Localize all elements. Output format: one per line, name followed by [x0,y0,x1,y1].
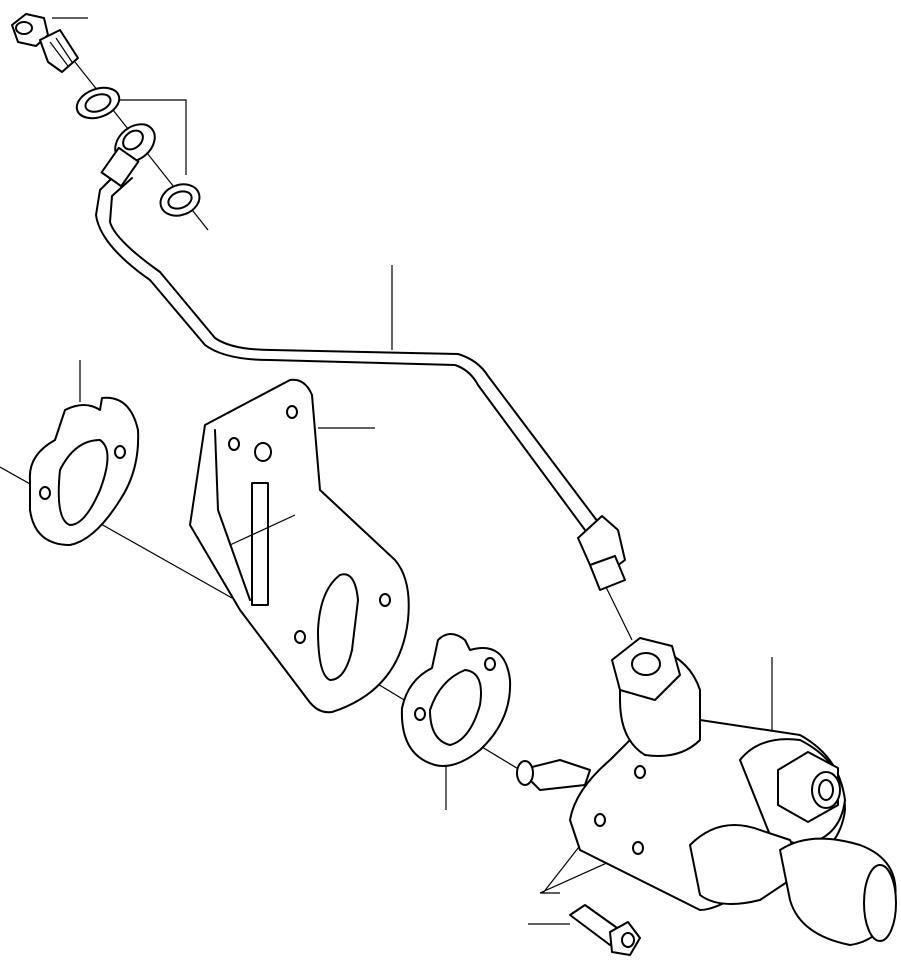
feed-pump [516,637,897,946]
bracket [189,378,410,714]
mounting-bolt [569,904,641,956]
leader-washers [118,99,187,175]
washer-lower [159,183,201,217]
washer-upper [75,86,121,120]
gasket-right [400,633,512,767]
gasket-left [28,396,140,546]
fuel-pipe [95,123,626,591]
banjo-bolt [11,13,79,73]
leader-pipe-end [604,584,633,641]
